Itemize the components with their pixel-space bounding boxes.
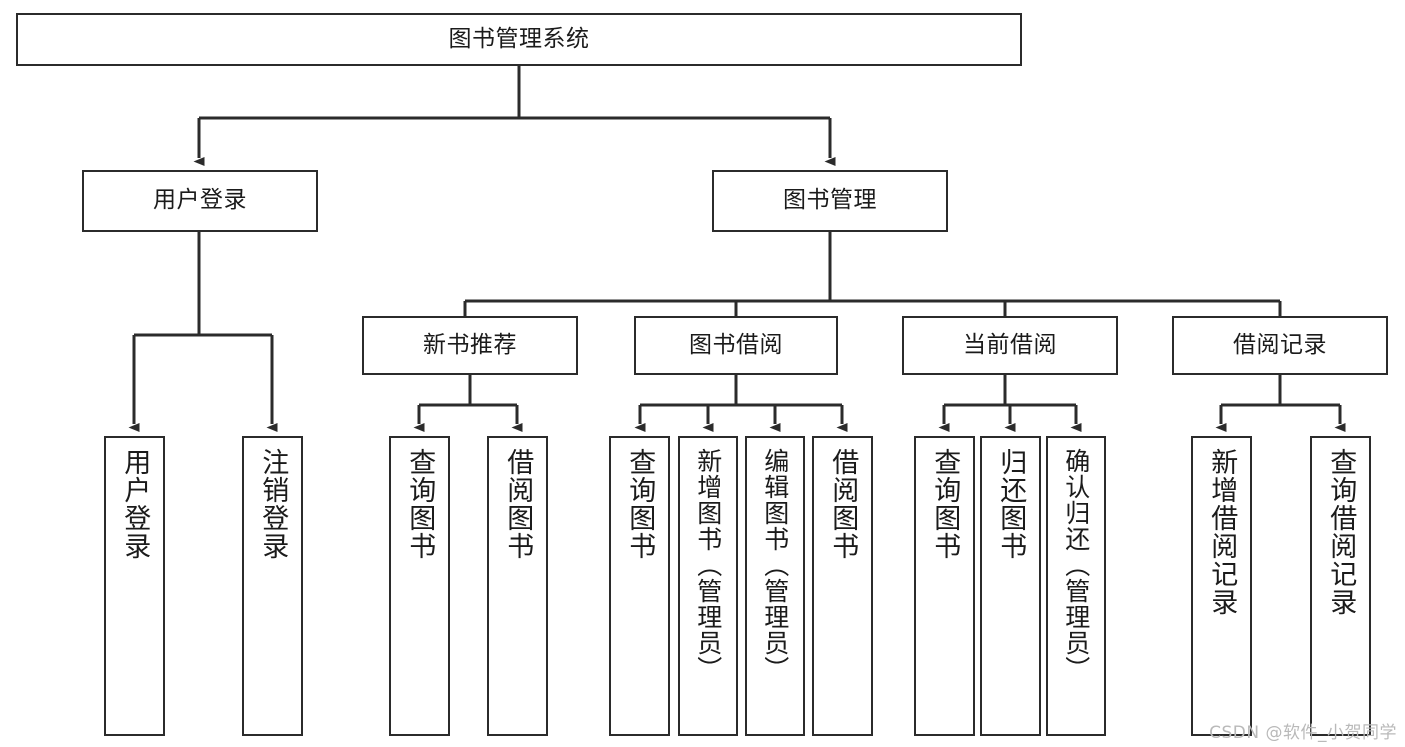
leaf-logout-login[interactable]: 注销登录 bbox=[242, 436, 303, 736]
leaf-add-record-label: 新增借阅记录 bbox=[1206, 448, 1238, 616]
leaf-return-book[interactable]: 归还图书 bbox=[980, 436, 1041, 736]
node-borrow-record[interactable]: 借阅记录 bbox=[1172, 316, 1388, 375]
node-root-label: 图书管理系统 bbox=[448, 25, 590, 52]
leaf-edit-book-label: 编辑图书（管理员） bbox=[760, 448, 790, 682]
leaf-query-record-label: 查询借阅记录 bbox=[1325, 448, 1357, 616]
leaf-borrow-books-1-label: 借阅图书 bbox=[502, 448, 534, 560]
leaf-confirm-return[interactable]: 确认归还（管理员） bbox=[1046, 436, 1106, 736]
leaf-query-record[interactable]: 查询借阅记录 bbox=[1310, 436, 1371, 736]
leaf-query-books-2-label: 查询图书 bbox=[624, 448, 656, 560]
node-root[interactable]: 图书管理系统 bbox=[16, 13, 1022, 66]
node-current-borrow[interactable]: 当前借阅 bbox=[902, 316, 1118, 375]
leaf-query-books-1[interactable]: 查询图书 bbox=[389, 436, 450, 736]
leaf-user-login[interactable]: 用户登录 bbox=[104, 436, 165, 736]
leaf-query-books-2[interactable]: 查询图书 bbox=[609, 436, 670, 736]
node-book-management[interactable]: 图书管理 bbox=[712, 170, 948, 232]
leaf-return-book-label: 归还图书 bbox=[995, 448, 1027, 560]
leaf-borrow-books-2[interactable]: 借阅图书 bbox=[812, 436, 873, 736]
node-book-management-label: 图书管理 bbox=[783, 187, 877, 214]
node-current-borrow-label: 当前借阅 bbox=[963, 331, 1057, 358]
leaf-user-login-label: 用户登录 bbox=[119, 448, 151, 560]
leaf-query-books-3-label: 查询图书 bbox=[929, 448, 961, 560]
leaf-query-books-1-label: 查询图书 bbox=[404, 448, 436, 560]
node-book-borrow[interactable]: 图书借阅 bbox=[634, 316, 838, 375]
leaf-query-books-3[interactable]: 查询图书 bbox=[914, 436, 975, 736]
node-new-book-recommend-label: 新书推荐 bbox=[423, 331, 517, 358]
leaf-add-record[interactable]: 新增借阅记录 bbox=[1191, 436, 1252, 736]
leaf-borrow-books-2-label: 借阅图书 bbox=[827, 448, 859, 560]
node-book-borrow-label: 图书借阅 bbox=[689, 331, 783, 358]
node-user-login[interactable]: 用户登录 bbox=[82, 170, 318, 232]
node-borrow-record-label: 借阅记录 bbox=[1233, 331, 1327, 358]
leaf-logout-login-label: 注销登录 bbox=[257, 448, 289, 560]
leaf-add-book[interactable]: 新增图书（管理员） bbox=[678, 436, 738, 736]
node-new-book-recommend[interactable]: 新书推荐 bbox=[362, 316, 578, 375]
leaf-edit-book[interactable]: 编辑图书（管理员） bbox=[745, 436, 805, 736]
leaf-borrow-books-1[interactable]: 借阅图书 bbox=[487, 436, 548, 736]
leaf-add-book-label: 新增图书（管理员） bbox=[693, 448, 723, 682]
node-user-login-label: 用户登录 bbox=[153, 187, 247, 214]
leaf-confirm-return-label: 确认归还（管理员） bbox=[1061, 448, 1091, 682]
